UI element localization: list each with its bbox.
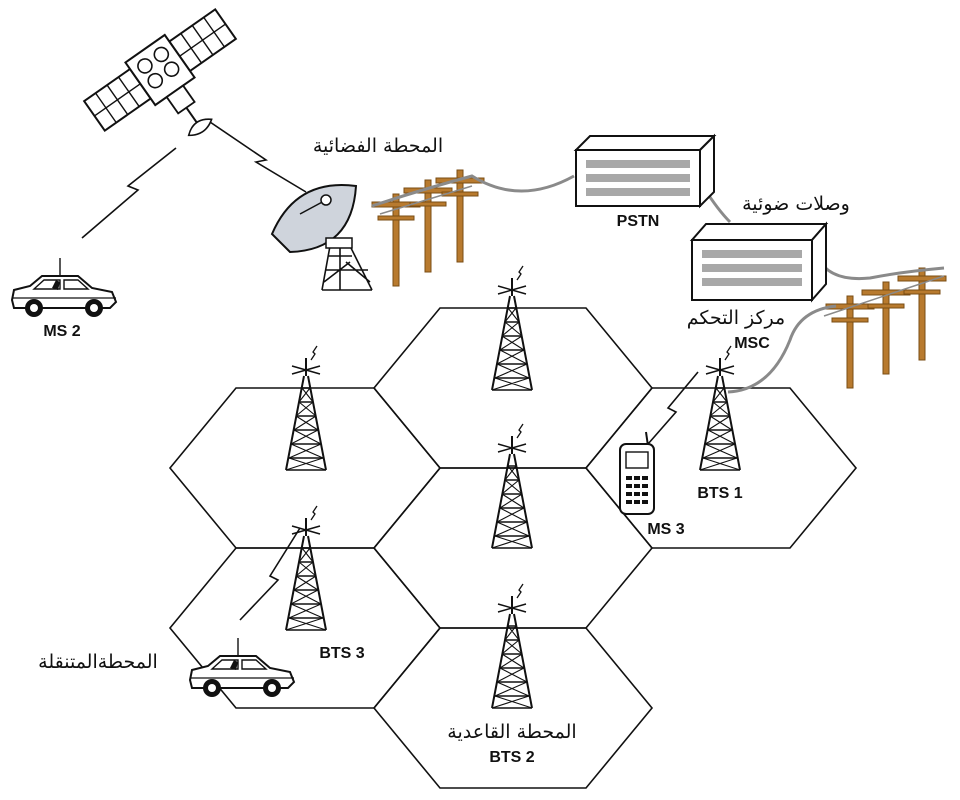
- label-fiber-links: وصلات ضوئية: [742, 193, 850, 215]
- car-mobile-station-icon: [189, 637, 295, 698]
- radio-links: [81, 121, 699, 621]
- label-mobile-station: المحطةالمتنقلة: [38, 651, 158, 673]
- car-ms2-icon: [11, 257, 117, 318]
- tower-left: [285, 345, 327, 471]
- mobile-phone-icon: [619, 431, 655, 515]
- satellite-icon: [82, 7, 238, 137]
- tower-top: [491, 265, 533, 391]
- label-base-station: المحطة القاعدية: [447, 721, 576, 743]
- msc-switch-icon: [689, 221, 829, 303]
- label-pstn: PSTN: [617, 213, 660, 230]
- link-bts3-mobile: [239, 527, 301, 621]
- label-ms3: MS 3: [647, 521, 684, 538]
- pstn-switch-icon: [573, 133, 717, 209]
- tower-center: [491, 423, 533, 549]
- label-ms2: MS 2: [43, 323, 80, 340]
- label-bts2: BTS 2: [489, 749, 534, 766]
- label-space-station: المحطة الفضائية: [313, 135, 443, 157]
- cell-bottom: [372, 627, 654, 789]
- utility-pole-4: [825, 295, 875, 389]
- link-bts1-ms3: [647, 371, 699, 445]
- label-bts3: BTS 3: [319, 645, 364, 662]
- tower-bts3: [285, 505, 327, 631]
- utility-pole-6: [897, 267, 947, 361]
- label-msc: MSC: [734, 335, 770, 352]
- cell-grid: [168, 307, 858, 789]
- label-control-center: مركز التحكم: [687, 307, 785, 329]
- link-satellite-ms2: [81, 147, 177, 239]
- cell-right: [584, 387, 858, 549]
- ground-station-dish-icon: [270, 184, 373, 291]
- label-bts1: BTS 1: [697, 485, 742, 502]
- utility-pole-1: [371, 193, 421, 287]
- link-satellite-dish: [209, 121, 307, 193]
- tower-bts1: [699, 345, 741, 471]
- tower-bts2: [491, 583, 533, 709]
